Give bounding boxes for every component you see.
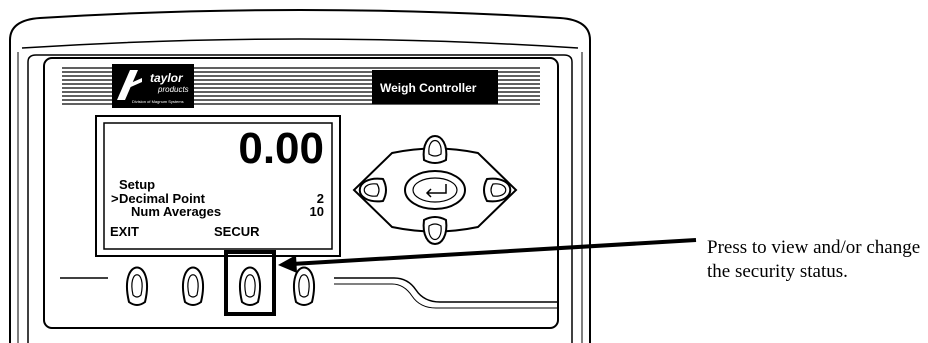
down-arrow-icon[interactable]: [424, 217, 447, 244]
lcd-reading: 0.00: [238, 124, 324, 173]
up-arrow-icon[interactable]: [424, 136, 447, 163]
brand-tagline: Division of Magnum Systems: [132, 99, 184, 104]
device-title: Weigh Controller: [380, 81, 477, 95]
lcd-softkey-right-label: SECUR: [214, 224, 260, 239]
taylor-products-logo: taylor products Division of Magnum Syste…: [112, 64, 194, 108]
callout-text: Press to view and/or change the security…: [707, 236, 927, 284]
lcd-cursor: >: [111, 191, 119, 206]
softkey-2-button[interactable]: [183, 268, 203, 306]
softkey-1-button[interactable]: [127, 268, 147, 306]
brand-sub: products: [157, 85, 189, 94]
left-arrow-icon[interactable]: [360, 179, 386, 202]
lcd-row-label-num-averages: Num Averages: [131, 204, 221, 219]
lcd-softkey-left-label: EXIT: [110, 224, 139, 239]
right-arrow-icon[interactable]: [484, 179, 510, 202]
lcd-menu-title: Setup: [119, 177, 155, 192]
softkey-4-button[interactable]: [294, 268, 314, 306]
enter-button[interactable]: [405, 171, 465, 209]
lcd-row-value-num-averages: 10: [310, 204, 324, 219]
housing-top-bevel: [22, 39, 578, 48]
brand-name: taylor: [150, 71, 184, 85]
softkey-3-button[interactable]: [240, 268, 260, 306]
title-plate: Weigh Controller: [372, 70, 498, 104]
